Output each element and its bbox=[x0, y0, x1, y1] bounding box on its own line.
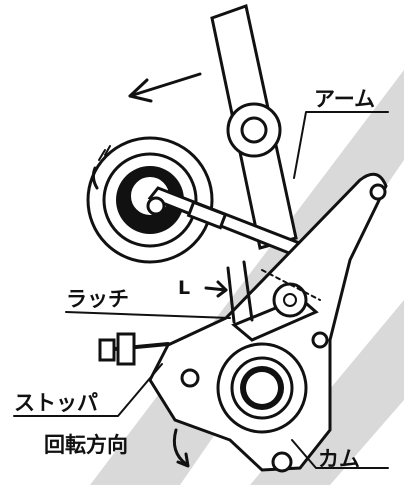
latch bbox=[231, 269, 321, 342]
cam-label: カム bbox=[318, 447, 360, 471]
arm-label: アーム bbox=[314, 87, 375, 111]
cam-hub bbox=[216, 342, 308, 434]
gap-marker bbox=[204, 260, 254, 324]
rotation-direction-label: 回転方向 bbox=[44, 433, 128, 457]
arm bbox=[210, 4, 298, 250]
stopper-bolt bbox=[98, 332, 170, 366]
arrow-left-icon bbox=[128, 72, 202, 103]
gap-label: L bbox=[178, 277, 190, 299]
stopper-label: ストッパ bbox=[14, 391, 98, 415]
curved-arrow-icon bbox=[172, 428, 190, 468]
leader-lines bbox=[13, 111, 389, 469]
latch-label: ラッチ bbox=[66, 287, 129, 311]
